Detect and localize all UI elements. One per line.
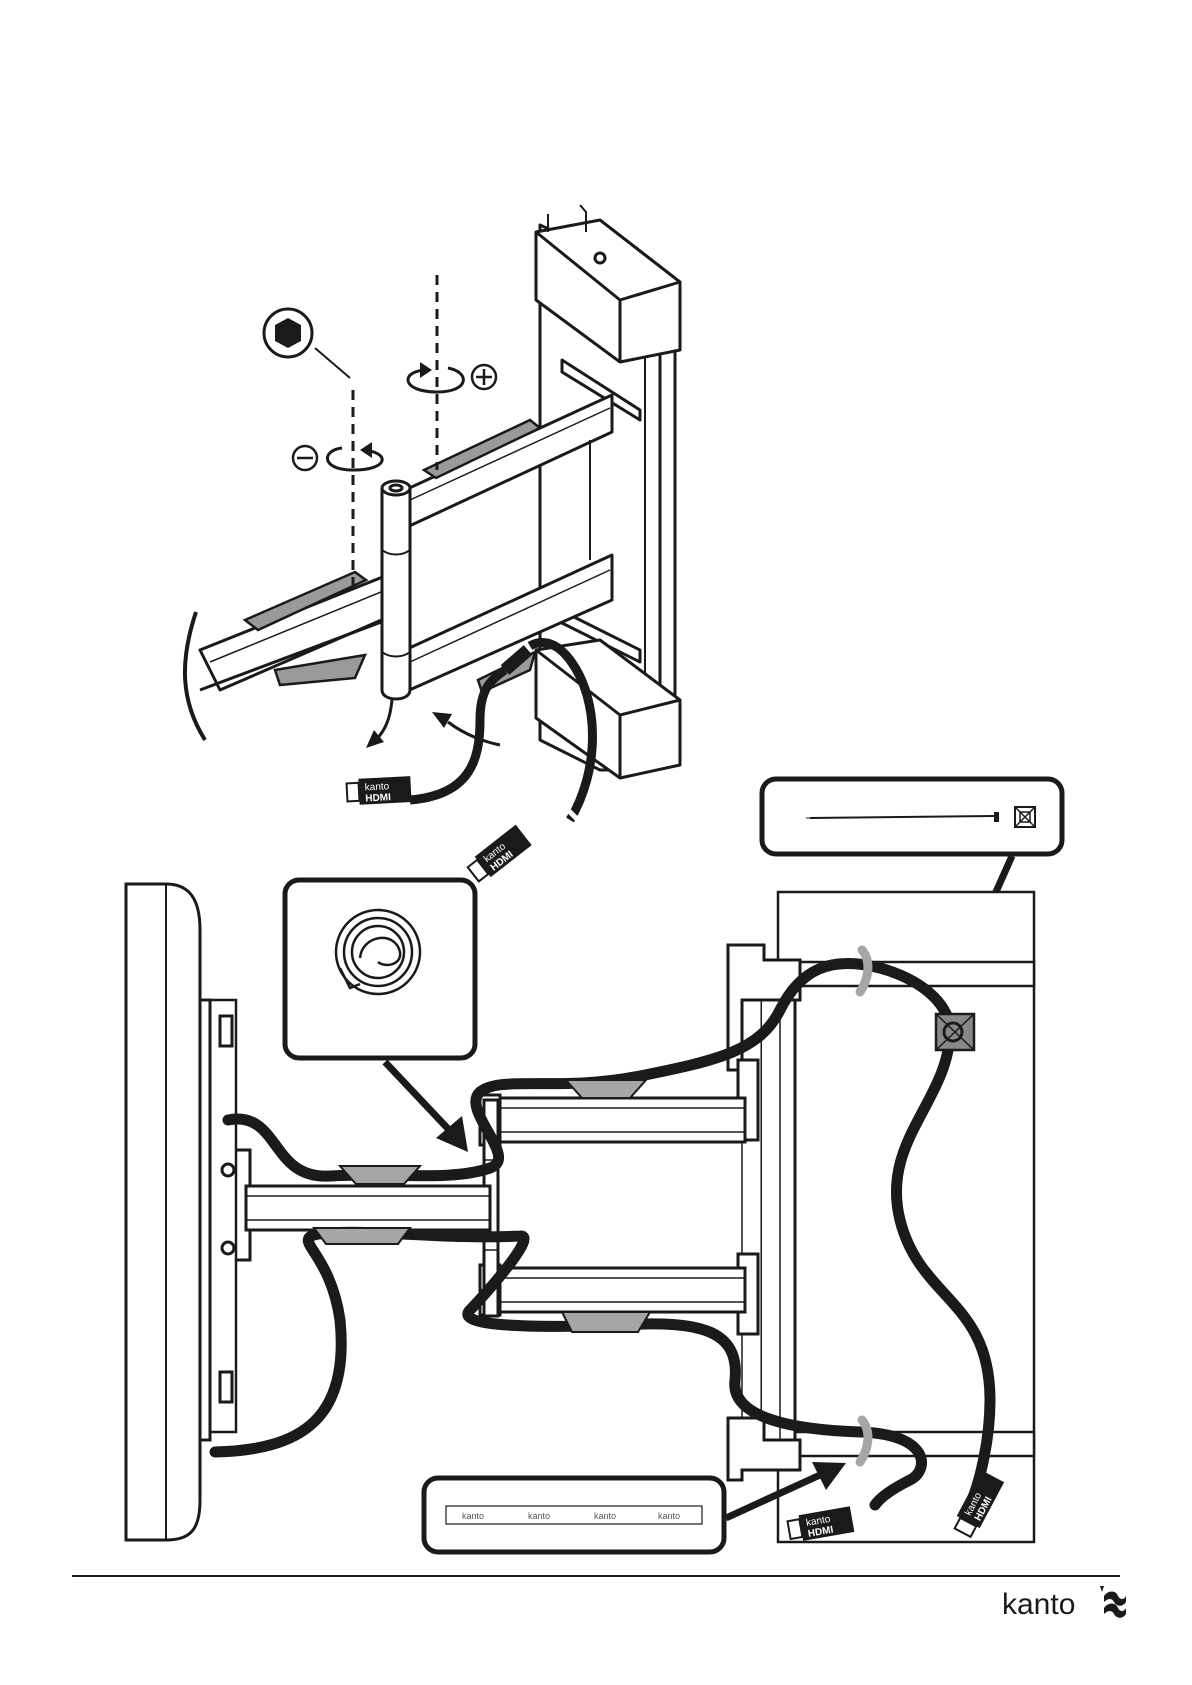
arm-illustration: kanto HDMI kanto HDMI xyxy=(185,205,680,885)
adhesive-mount-icon xyxy=(1015,807,1035,827)
kanto-logo-mark-icon xyxy=(1100,1586,1126,1618)
hex-key-leader xyxy=(315,348,350,378)
tv-edge xyxy=(126,884,250,1540)
velcro-strip-label-3: kanto xyxy=(594,1511,616,1521)
plus-circle-icon xyxy=(472,365,496,389)
hex-socket-icon xyxy=(264,309,312,357)
hdmi-plug-top-left: kanto HDMI xyxy=(346,776,411,805)
wall-plate xyxy=(536,205,680,778)
velcro-strip-label-4: kanto xyxy=(658,1511,680,1521)
upper-arm-rail xyxy=(480,1095,745,1145)
hdmi-plug-label: HDMI xyxy=(365,792,391,804)
velcro-roll-callout xyxy=(285,880,475,1152)
lower-arm-rail xyxy=(480,1265,745,1315)
footer-divider xyxy=(72,1575,1120,1577)
brand-name: kanto xyxy=(1002,1588,1075,1621)
minus-circle-icon xyxy=(293,446,317,470)
hdmi-plug-top-bottom: kanto HDMI xyxy=(465,825,531,885)
velcro-strip-label-1: kanto xyxy=(462,1511,484,1521)
top-view-illustration: kanto HDMI kanto HDMI xyxy=(126,884,1034,1543)
velcro-strip-label-2: kanto xyxy=(528,1511,550,1521)
rotate-counterclockwise-icon xyxy=(327,442,382,470)
hinge-pin xyxy=(382,481,410,699)
adhesive-mount xyxy=(936,1014,974,1050)
kanto-logo: kanto xyxy=(1002,1586,1126,1621)
tv-side-arm-rail xyxy=(246,1186,490,1230)
